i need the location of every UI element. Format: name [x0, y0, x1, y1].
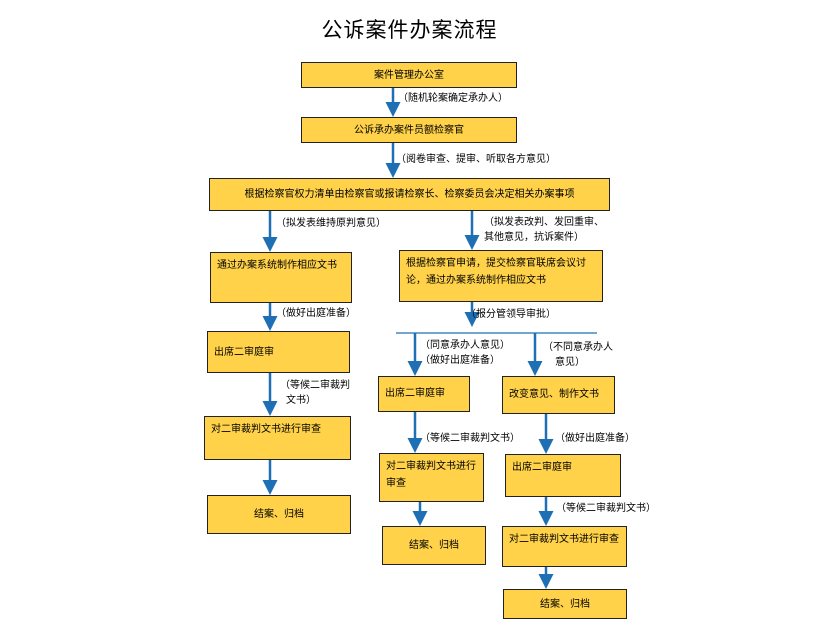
box-attend-hearing-right: 出席二审庭审	[505, 454, 621, 497]
note-prepare-court-left: （做好出庭准备）	[276, 308, 356, 319]
box-prosecutor-in-charge: 公诉承办案件员额检察官	[301, 117, 517, 143]
note-await-judgment-mid: （等候二审裁判文书）	[420, 433, 520, 444]
box-review-judgment-mid: 对二审裁判文书进行审查	[379, 453, 484, 502]
note-await-judgment-left-2: 文书）	[286, 395, 316, 406]
box-attend-hearing-mid: 出席二审庭审	[378, 376, 470, 412]
note-leader-approval: （报分管领导审批）	[466, 309, 556, 320]
box-draft-documents-left: 通过办案系统制作相应文书	[210, 252, 352, 303]
note-disagree-1: （不同意承办人	[543, 342, 613, 353]
box-joint-meeting: 根据检察官申请，提交检察官联席会议讨论，通过办案系统制作相应文书	[399, 250, 603, 302]
box-review-judgment-right: 对二审裁判文书进行审查	[502, 526, 627, 567]
box-close-archive-right: 结案、归档	[503, 589, 627, 619]
note-review-hearing: （阅卷审查、提审、听取各方意见）	[396, 154, 556, 165]
box-decision-by-authority: 根据检察官权力清单由检察官或报请检察长、检察委员会决定相关办案事项	[209, 178, 610, 211]
box-close-archive-mid: 结案、归档	[382, 526, 486, 565]
note-random-assignment: （随机轮案确定承办人）	[398, 93, 508, 104]
box-review-judgment-left: 对二审裁判文书进行审查	[204, 416, 351, 460]
note-agree-1: （同意承办人意见）	[420, 340, 510, 351]
note-change-opinion-2: 其他意见，抗诉案件）	[484, 232, 584, 243]
note-change-opinion-1: （拟发表改判、发回重审、	[484, 217, 604, 228]
note-agree-2: （做好出庭准备）	[420, 355, 500, 366]
box-attend-hearing-left: 出席二审庭审	[207, 331, 350, 373]
box-change-opinion: 改变意见、制作文书	[502, 376, 615, 414]
note-disagree-2: 意见）	[555, 357, 585, 368]
note-await-judgment-left-1: （等候二审裁判	[280, 380, 350, 391]
box-case-management-office: 案件管理办公室	[301, 62, 517, 88]
note-prepare-court-right: （做好出庭准备）	[555, 433, 635, 444]
note-await-judgment-right: （等候二审裁判文书）	[556, 503, 656, 514]
box-close-archive-left: 结案、归档	[207, 495, 351, 534]
note-uphold-opinion: （拟发表维持原判意见）	[276, 218, 386, 229]
page-title: 公诉案件办案流程	[321, 18, 498, 42]
